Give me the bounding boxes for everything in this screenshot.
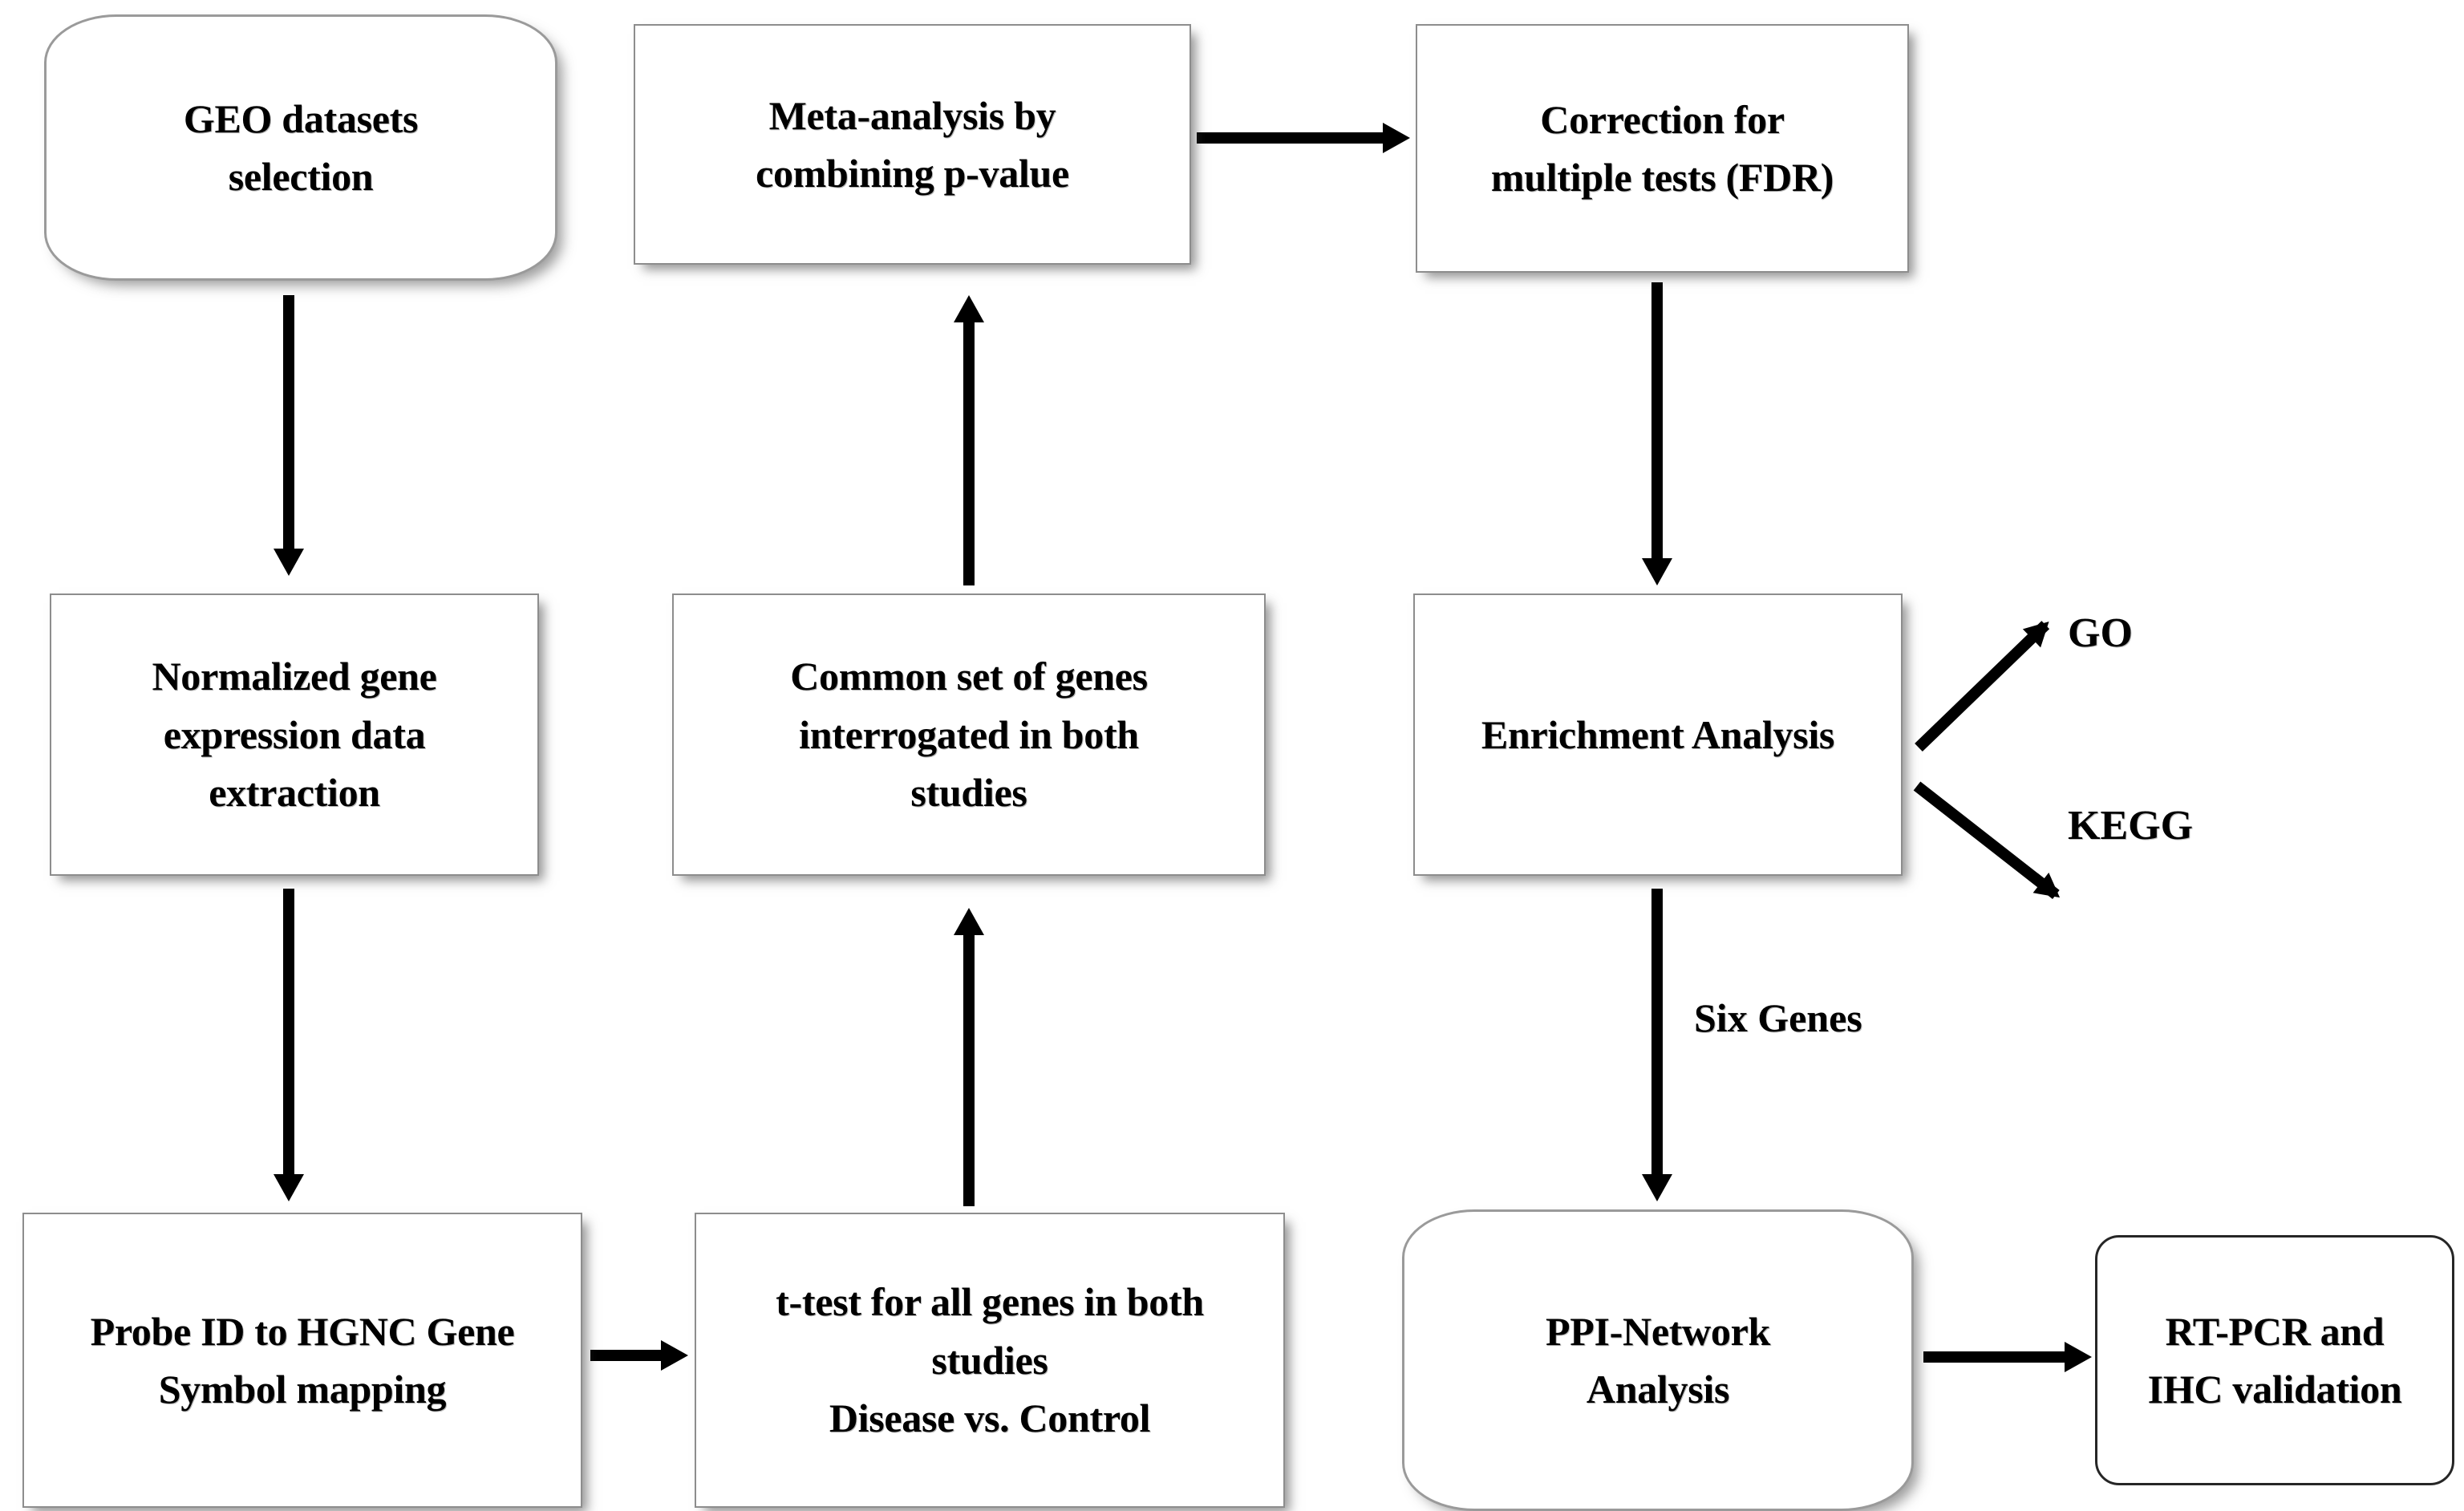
arrow-geo-to-normalized — [273, 295, 305, 576]
arrow-common-gene-set-to-meta-analysis — [953, 295, 985, 585]
node-label: Common set of genes interrogated in both… — [790, 654, 1148, 816]
arrow-correction-to-enrichment — [1641, 282, 1673, 585]
arrow-t-test-to-common-gene-set — [953, 908, 985, 1206]
branch-label-kegg: KEGG — [2068, 803, 2194, 849]
arrow-probe-id-to-t-test — [590, 1339, 688, 1371]
node-label: PPI-Network Analysis — [1546, 1308, 1770, 1412]
node-label: t-test for all genes in both studies Dis… — [776, 1279, 1204, 1441]
arrow-enrichment-to-ppi-network — [1641, 889, 1673, 1201]
node-ppi-network[interactable]: PPI-Network Analysis — [1402, 1209, 1914, 1511]
arrow-normalized-to-probe-id — [273, 889, 305, 1201]
node-common-gene-set[interactable]: Common set of genes interrogated in both… — [672, 593, 1266, 876]
node-enrichment-analysis[interactable]: Enrichment Analysis — [1413, 593, 1903, 876]
arrow-enrichment-to-kegg — [1913, 781, 2060, 899]
node-geo-datasets-selection[interactable]: GEO datasets selection — [44, 14, 557, 281]
node-label: Meta-analysis by combining p-value — [756, 92, 1069, 196]
node-label: RT-PCR and IHC validation — [2147, 1308, 2402, 1412]
node-validation[interactable]: RT-PCR and IHC validation — [2095, 1235, 2454, 1485]
node-label: Probe ID to HGNC Gene Symbol mapping — [90, 1308, 515, 1412]
arrow-meta-analysis-to-correction — [1197, 122, 1410, 154]
node-label: Enrichment Analysis — [1481, 711, 1835, 757]
arrow-ppi-network-to-validation — [1923, 1341, 2092, 1373]
node-label: Correction for multiple tests (FDR) — [1490, 96, 1834, 201]
node-meta-analysis[interactable]: Meta-analysis by combining p-value — [634, 24, 1191, 265]
node-normalized-expression[interactable]: Normalized gene expression data extracti… — [50, 593, 539, 876]
node-correction-fdr[interactable]: Correction for multiple tests (FDR) — [1416, 24, 1909, 273]
node-label: Normalized gene expression data extracti… — [152, 654, 437, 816]
node-label: GEO datasets selection — [183, 95, 419, 200]
branch-label-go: GO — [2068, 610, 2133, 656]
edge-label-six-genes: Six Genes — [1694, 995, 1862, 1040]
node-t-test[interactable]: t-test for all genes in both studies Dis… — [695, 1213, 1285, 1508]
arrow-enrichment-to-go — [1915, 621, 2050, 752]
node-probe-id-mapping[interactable]: Probe ID to HGNC Gene Symbol mapping — [22, 1213, 582, 1508]
